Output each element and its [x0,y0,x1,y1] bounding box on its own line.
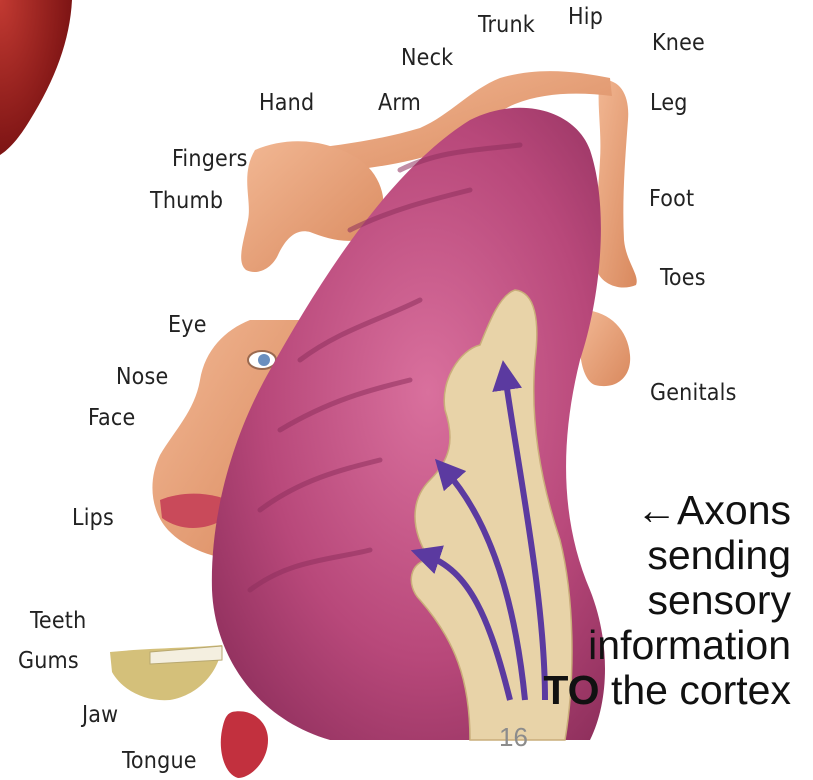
iris-shape [258,354,270,366]
leg-shape [595,80,637,288]
label-teeth: Teeth [30,608,86,634]
brain-corner [0,0,72,155]
label-hand: Hand [259,90,314,116]
label-tongue: Tongue [122,748,197,774]
caption-line-4: information [411,623,791,668]
label-neck: Neck [401,45,453,71]
slide-number: 16 [499,722,528,753]
label-genitals: Genitals [650,380,737,406]
caption-line-5: TO the cortex [411,668,791,713]
label-eye: Eye [168,312,207,338]
label-foot: Foot [649,186,694,212]
caption-line-1: ←Axons [411,488,791,533]
caption-line-2: sending [411,533,791,578]
label-toes: Toes [660,265,706,291]
label-gums: Gums [18,648,79,674]
label-jaw: Jaw [82,702,118,728]
label-hip: Hip [568,4,603,30]
label-trunk: Trunk [478,12,535,38]
caption-line-3: sensory [411,578,791,623]
label-arm: Arm [378,90,421,116]
caption-bold-to: TO [543,667,599,713]
label-knee: Knee [652,30,705,56]
label-leg: Leg [650,90,688,116]
label-nose: Nose [116,364,168,390]
label-fingers: Fingers [172,146,248,172]
label-thumb: Thumb [150,188,223,214]
tongue-shape [221,711,268,778]
axons-caption: ←Axons sending sensory information TO th… [411,488,791,713]
label-face: Face [88,405,135,431]
caption-line-5-rest: the cortex [600,667,791,713]
label-lips: Lips [72,505,114,531]
